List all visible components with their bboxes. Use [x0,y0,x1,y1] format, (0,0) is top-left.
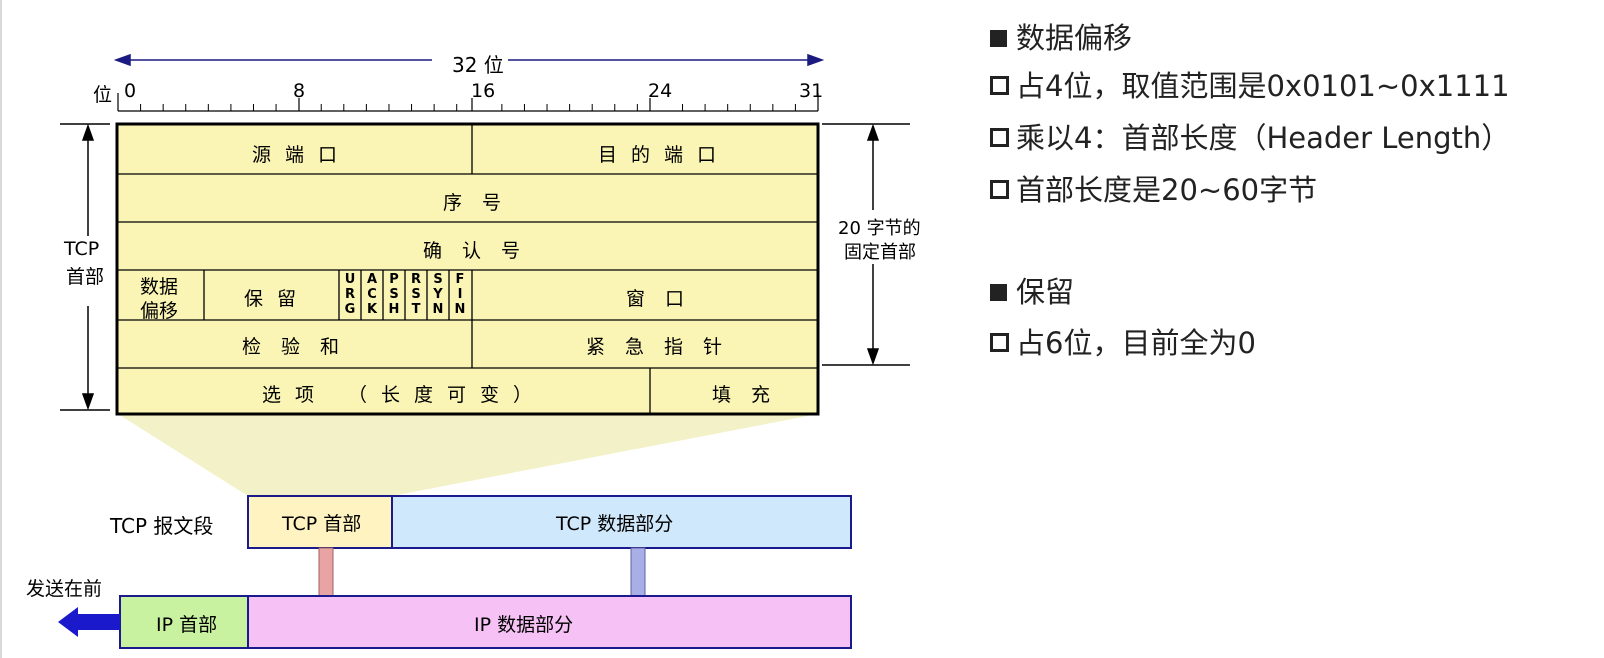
note-header-length: 首部长度是20~60字节 [990,170,1317,210]
bit-ruler [117,93,819,112]
ip-datagram-bar [119,595,852,649]
tcp-header-height-arrow [60,123,110,411]
send-first-label: 发送在前 [26,578,103,600]
note-multiply-by-4: 乘以4：首部长度（Header Length） [990,118,1510,158]
tcp-segment-bar [247,495,852,549]
flag-fin: F I N [454,272,466,317]
hollow-square-bullet-icon [990,333,1009,352]
bit-width-arrow [113,53,825,67]
fixed-header-height-arrow [822,123,910,366]
note-reserved-bits: 占6位，目前全为0 [990,323,1256,363]
bit-axis-label: 位 [93,84,113,106]
field-padding: 填充 [712,384,791,406]
ip-header-block-label: IP 首部 [156,614,218,636]
note-text: 占6位，目前全为0 [1016,326,1256,360]
field-data-offset-line2: 偏移 [140,300,179,322]
flag-psh: P S H [388,272,400,317]
tick-label-24: 24 [648,80,673,102]
field-options: 选项 （长度可变） [262,384,547,406]
note-data-offset: 数据偏移 [990,18,1132,58]
flag-urg: U R G [344,272,356,317]
ruler-minor-ticks [140,104,796,111]
hollow-square-bullet-icon [990,128,1009,147]
field-window: 窗口 [626,288,705,310]
field-data-offset-line1: 数据 [140,276,179,298]
diagram-graphics [58,53,910,649]
header-table [115,122,820,416]
fixed-header-label-line2: 固定首部 [844,238,916,264]
tick-label-16: 16 [471,80,496,102]
note-text: 乘以4：首部长度（Header Length） [1016,121,1511,155]
fixed-header-label-line1: 20 字节的 [838,214,921,240]
tick-label-0: 0 [124,80,137,102]
note-text: 保留 [1016,275,1075,309]
tcp-header-label-line1: TCP [64,238,100,260]
field-sequence-number: 序号 [443,192,522,214]
note-data-offset-range: 占4位，取值范围是0x0101~0x1111 [990,66,1510,106]
note-reserved: 保留 [990,272,1074,312]
hollow-square-bullet-icon [990,76,1009,95]
filled-square-bullet-icon [990,30,1007,47]
send-first-arrow [58,607,120,637]
field-ack-number: 确认号 [423,240,541,262]
note-text: 首部长度是20~60字节 [1016,173,1318,207]
bit-width-label: 32 位 [448,49,508,78]
projection-shading [118,414,818,496]
field-destination-port: 目的端口 [598,144,731,166]
flag-rst: R S T [410,272,421,317]
field-urgent-pointer: 紧急指针 [586,336,743,358]
field-source-port: 源端口 [252,144,352,166]
hollow-square-bullet-icon [990,180,1009,199]
slide-left-border [0,0,2,658]
ip-data-block-label: IP 数据部分 [474,614,574,636]
flag-ack: A C K [366,272,378,317]
tcp-header-diagram: 32 位 位 0 8 16 24 31 TCP 首部 20 字节的 固定首部 源… [26,49,921,649]
tcp-segment-label: TCP 报文段 [110,514,214,538]
tcp-data-block-label: TCP 数据部分 [556,513,674,535]
tick-label-31: 31 [799,80,824,102]
note-text: 占4位，取值范围是0x0101~0x1111 [1016,69,1510,103]
field-checksum: 检验和 [242,336,360,358]
field-reserved: 保留 [244,288,311,310]
flag-syn: S Y N [432,272,444,317]
note-text: 数据偏移 [1016,21,1133,55]
filled-square-bullet-icon [990,284,1007,301]
tick-label-8: 8 [293,80,306,102]
tcp-header-block-label: TCP 首部 [282,513,362,535]
tcp-header-label-line2: 首部 [66,266,105,288]
